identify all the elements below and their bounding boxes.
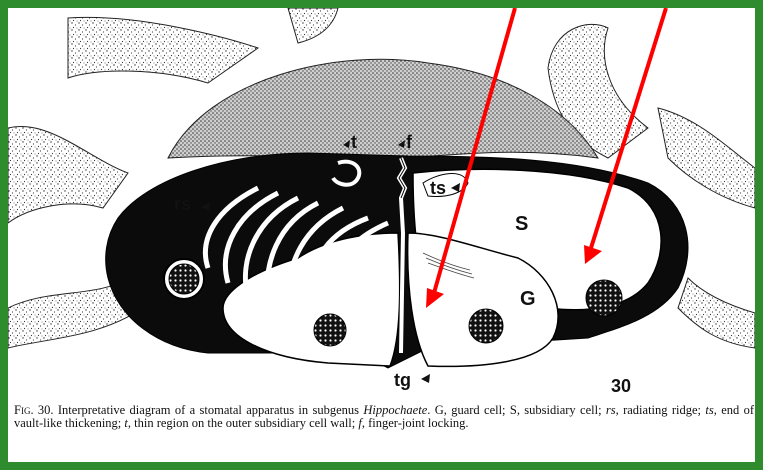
figure-frame: t f rs ts S G tg 30 Fig. 30. Interpretat…: [8, 8, 755, 462]
caption-text-1: Interpretative diagram of a stomatal app…: [58, 403, 359, 417]
guard-cell-left-nucleus: [314, 314, 346, 346]
label-f: f: [406, 132, 412, 153]
caption-rs-abbr: rs: [606, 403, 616, 417]
label-t: t: [351, 132, 357, 153]
caption-rs-desc: , radiating ridge;: [616, 403, 701, 417]
subsidiary-cell-nucleus: [586, 280, 622, 316]
figure-number: 30: [611, 376, 631, 397]
label-S: S: [515, 213, 528, 236]
caption-ts-abbr: ts: [705, 403, 713, 417]
figure-caption: Fig. 30. Interpretative diagram of a sto…: [14, 404, 754, 430]
outer-vault: [168, 59, 598, 158]
label-rs: rs: [174, 194, 191, 215]
guard-cell-right-nucleus: [469, 309, 503, 343]
caption-t-desc: , thin region on the outer subsidiary ce…: [128, 416, 355, 430]
stomatal-apparatus-diagram: [8, 8, 755, 408]
caption-f-desc: , finger-joint locking.: [362, 416, 469, 430]
caption-fig-prefix: Fig. 30.: [14, 403, 54, 417]
label-ts: ts: [430, 178, 446, 199]
caption-text-2: . G, guard cell; S, subsidiary cell;: [427, 403, 601, 417]
caption-genus: Hippochaete: [363, 403, 427, 417]
label-G: G: [520, 288, 536, 311]
label-tg: tg: [394, 370, 411, 391]
